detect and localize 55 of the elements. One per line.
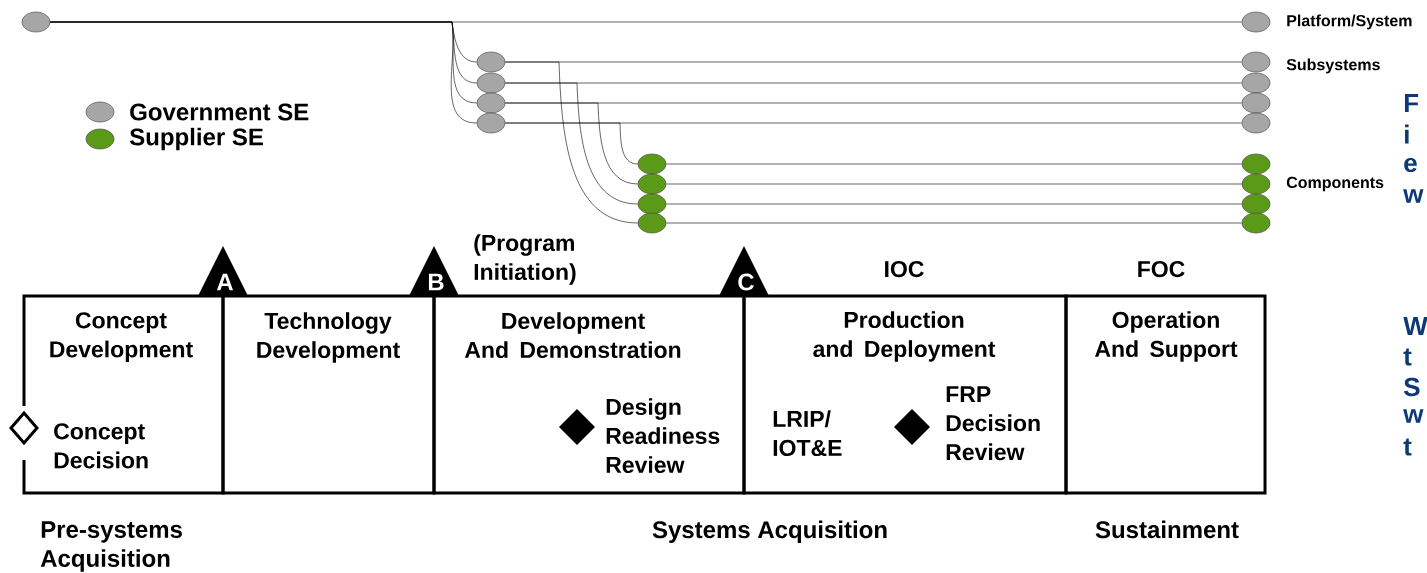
legend-label: Supplier SE: [129, 127, 263, 151]
connector-line: [666, 163, 1242, 165]
activity-label: LRIP/ IOT&E: [773, 410, 842, 457]
node-ellipse: [1241, 92, 1271, 114]
node-ellipse: [637, 212, 667, 234]
connector-line: [505, 122, 638, 165]
node-ellipse: [637, 193, 667, 215]
milestone-triangle: A: [198, 246, 248, 296]
side-note-text: S: [1403, 377, 1420, 397]
node-ellipse: [1241, 212, 1271, 234]
node-ellipse: [21, 11, 51, 33]
connector-line: [50, 21, 477, 124]
legend-label: Government SE: [130, 103, 309, 121]
phase-box: Technology Development: [221, 294, 436, 495]
node-ellipse: [1241, 112, 1271, 134]
milestone-triangle: B: [409, 246, 459, 296]
node-ellipse: [476, 72, 506, 94]
level-label: Subsystems: [1286, 58, 1380, 74]
side-note-text: w: [1403, 189, 1424, 203]
side-note-text: t: [1403, 348, 1412, 366]
node-ellipse: [476, 112, 506, 134]
level-label: Components: [1286, 176, 1384, 192]
phase-box: Operation And Support: [1064, 294, 1267, 495]
milestone-label: FOC: [1138, 260, 1185, 278]
node-ellipse: [476, 92, 506, 114]
review-label: FRP Decision Review: [946, 386, 1040, 461]
connector-line: [666, 183, 1242, 185]
side-note-text: e: [1404, 157, 1417, 173]
connector-line: [666, 222, 1242, 224]
side-note-text: W: [1403, 317, 1427, 335]
phase-group-label: Sustainment: [1095, 520, 1239, 539]
decision-label: Concept Decision: [54, 423, 148, 469]
milestone-note: (Program Initiation): [474, 234, 576, 285]
connector-line: [505, 102, 638, 185]
side-note-text: w: [1403, 409, 1424, 423]
side-note-text: t: [1403, 438, 1412, 456]
node-ellipse: [1241, 72, 1271, 94]
connector-line: [666, 203, 1242, 205]
node-ellipse: [637, 173, 667, 195]
milestone-triangle: C: [719, 246, 769, 296]
connector-line: [505, 82, 638, 205]
connector-line: [505, 61, 638, 224]
node-ellipse: [637, 153, 667, 175]
phase-group-label: Systems Acquisition: [652, 520, 887, 543]
node-ellipse: [1241, 11, 1271, 33]
phase-group-label: Pre-systems Acquisition: [40, 521, 182, 572]
node-ellipse: [1241, 51, 1271, 73]
node-ellipse: [1241, 153, 1271, 175]
node-ellipse: [1241, 173, 1271, 195]
level-label: Platform/System: [1287, 14, 1412, 30]
side-note-text: i: [1405, 124, 1409, 144]
node-ellipse: [1241, 193, 1271, 215]
review-label: Design Readiness Review: [606, 398, 720, 474]
side-note-text: F: [1404, 94, 1419, 112]
node-ellipse: [476, 51, 506, 73]
